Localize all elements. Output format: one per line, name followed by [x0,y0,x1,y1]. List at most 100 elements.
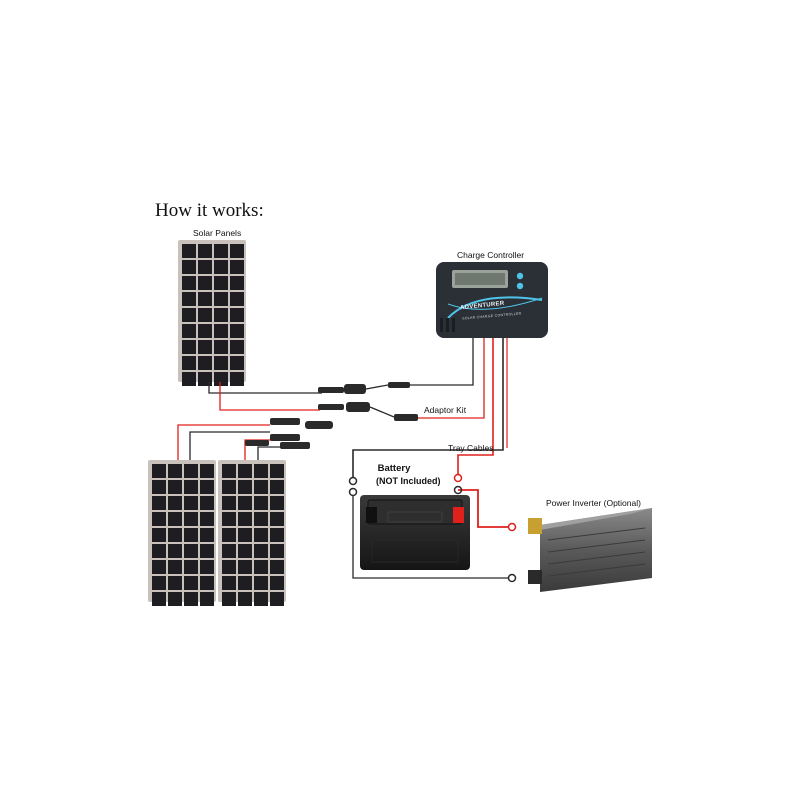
solar-cell [152,496,166,510]
solar-cell [182,244,196,258]
solar-cell [200,480,214,494]
diagram-heading: How it works: [155,200,264,221]
solar-cell [168,528,182,542]
solar-cell [230,308,244,322]
solar-cell [254,592,268,606]
solar-cell [152,464,166,478]
solar-cell [230,244,244,258]
solar-cell [254,480,268,494]
adaptor-kit-label: Adaptor Kit [424,405,467,415]
solar-cell [168,576,182,590]
solar-cell [198,244,212,258]
battery-ring-terminals [348,473,463,497]
solar-cell [182,260,196,274]
solar-cell [168,560,182,574]
solar-cell [152,592,166,606]
solar-cell [200,496,214,510]
solar-cell [168,544,182,558]
solar-cell [222,560,236,574]
charge-controller [436,262,548,338]
solar-cell [222,592,236,606]
solar-cell [230,260,244,274]
solar-cell [198,372,212,386]
solar-cell [182,356,196,370]
solar-cell [182,372,196,386]
solar-cell [270,592,284,606]
solar-cell [200,576,214,590]
solar-panel-bottom-right [218,460,286,606]
solar-cell [222,464,236,478]
solar-cell [222,496,236,510]
solar-cell [230,292,244,306]
solar-cell [214,308,228,322]
solar-cell [168,496,182,510]
solar-cell [238,576,252,590]
power-inverter [507,508,652,592]
solar-panel-top [178,240,246,386]
solar-cell [184,544,198,558]
solar-cell [152,528,166,542]
solar-cell [222,480,236,494]
solar-cell [222,576,236,590]
solar-cell [214,260,228,274]
solar-cell [254,496,268,510]
solar-cell [254,576,268,590]
solar-cell [270,464,284,478]
solar-cell [182,292,196,306]
solar-cell [184,496,198,510]
power-inverter-label: Power Inverter (Optional) [546,498,641,508]
solar-cell [238,512,252,526]
solar-cell [168,480,182,494]
solar-cell [270,496,284,510]
solar-cell [230,356,244,370]
solar-cell [152,544,166,558]
solar-cell [270,480,284,494]
adaptor-kit-connectors [245,382,418,449]
solar-cell [198,356,212,370]
solar-cell [238,544,252,558]
wiring [177,338,508,579]
solar-cell [214,244,228,258]
solar-cell [238,496,252,510]
solar-cell [182,276,196,290]
solar-cell [200,592,214,606]
solar-cell [214,340,228,354]
solar-cell [238,528,252,542]
solar-cell [184,464,198,478]
solar-cell [198,324,212,338]
solar-cell [270,528,284,542]
solar-cell [238,560,252,574]
solar-panel-bottom-left [148,460,216,606]
solar-cell [152,480,166,494]
solar-cell [230,276,244,290]
solar-cell [152,560,166,574]
solar-cell [184,576,198,590]
solar-cell [184,592,198,606]
solar-cell [200,560,214,574]
tray-cables-label: Tray Cables [448,443,494,453]
solar-cell [270,512,284,526]
solar-cell [270,560,284,574]
solar-cell [270,576,284,590]
solar-cell [214,356,228,370]
solar-cell [168,464,182,478]
solar-cell [200,528,214,542]
solar-cell [168,592,182,606]
solar-cell [254,560,268,574]
solar-cell [214,324,228,338]
charge-controller-label: Charge Controller [457,250,525,260]
battery [360,495,470,570]
solar-cell [214,292,228,306]
solar-cell [230,324,244,338]
solar-cell [214,276,228,290]
battery-note-label: (NOT Included) [376,476,441,486]
solar-cell [254,528,268,542]
solar-cell [238,480,252,494]
battery-label: Battery [377,463,411,474]
solar-cell [182,340,196,354]
solar-cell [198,340,212,354]
solar-cell [230,340,244,354]
solar-cell [200,512,214,526]
battery-positive-terminal [453,507,464,523]
solar-cell [222,512,236,526]
